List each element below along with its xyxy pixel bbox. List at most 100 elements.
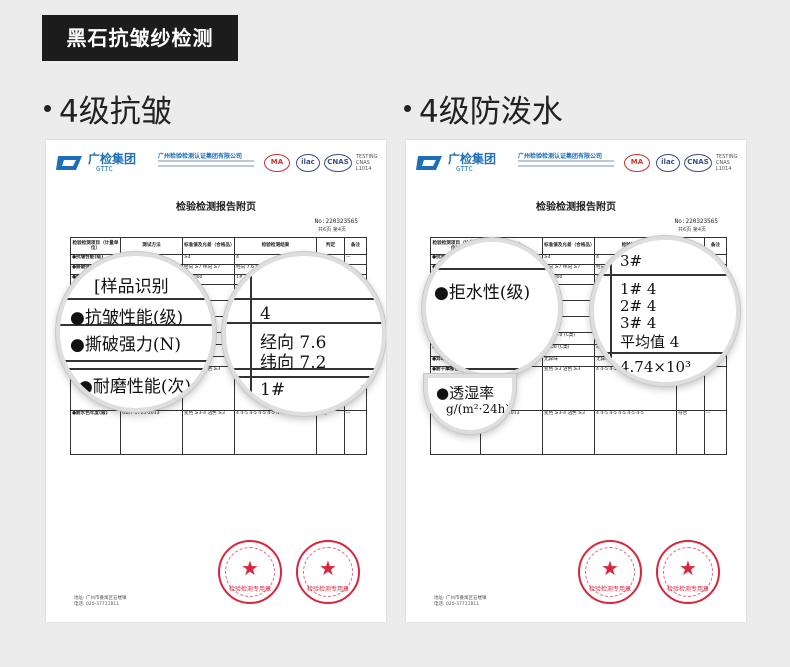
cert-text: TESTING CNAS L1014 bbox=[356, 154, 378, 172]
ilac-mark-icon: ilac bbox=[296, 154, 320, 172]
cell-standard: ≥4 bbox=[182, 254, 235, 265]
col-standard: 标准值及允差（合格品） bbox=[182, 237, 235, 255]
zoom-label: [样品识别 bbox=[94, 277, 169, 297]
magnifier-labels: ●拒水性(级) bbox=[422, 238, 562, 378]
cell-result: 4 4-5 4-5 4-5 4-5 4-5 bbox=[594, 409, 677, 455]
org-name: 广州检验检测认证集团有限公司 bbox=[518, 153, 603, 160]
footer-phone: 电话: 020-37711811 bbox=[434, 602, 480, 607]
report-title: 检验检测报告附页 bbox=[536, 202, 616, 213]
report-header: 广检集团 GTTC 广州检验检测认证集团有限公司 MA ilac CNAS TE… bbox=[56, 150, 378, 176]
col-item: 检验检测项目（计量单位） bbox=[70, 237, 121, 255]
org-fine-print bbox=[518, 160, 614, 170]
star-icon: ★ bbox=[319, 556, 337, 580]
cell-standard: 变色 ≥3-4 沾色 ≥3 bbox=[542, 409, 595, 455]
zoom-value: 经向 7.6 bbox=[260, 333, 327, 353]
zoom-value: 4.74×10³ bbox=[620, 358, 692, 376]
star-icon: ★ bbox=[601, 556, 619, 580]
official-seal: ★ 检验检测专用章 bbox=[218, 540, 282, 604]
report-footer: 地址: 广州市番禺区石楼镇 电话: 020-37711811 bbox=[434, 596, 486, 608]
zoom-label: ●透湿率 bbox=[436, 384, 495, 402]
seal-label: 检验检测专用章 bbox=[666, 586, 709, 593]
report-number: No:220323565 bbox=[674, 218, 718, 225]
magnifier-values: 3# > 1# 4 2# 4 3# 4 平均值 4 4.74×10³ bbox=[590, 236, 740, 386]
seal-label: 检验检测专用章 bbox=[588, 586, 631, 593]
cell-standard: ≥4 bbox=[542, 254, 595, 265]
zoom-label: ●撕破强力(N) bbox=[70, 335, 181, 355]
cell-result: 4 4-5 4-5 4-5 4-5 4-5 bbox=[234, 409, 317, 455]
org-name: 广州检验检测认证集团有限公司 bbox=[158, 153, 243, 160]
magnifier-values: 4 经向 7.6 纬向 7.2 1# > bbox=[222, 252, 386, 416]
zoom-value: 纬向 7.2 bbox=[260, 353, 327, 373]
cell-standard: 变色 ≥3-4 沾色 ≥3 bbox=[182, 409, 235, 455]
heading-wrinkle: 4级抗皱 bbox=[44, 86, 172, 130]
zoom-value: 4 bbox=[260, 304, 271, 324]
ilac-mark-icon: ilac bbox=[656, 154, 680, 172]
gttc-logo-icon bbox=[416, 156, 442, 170]
col-standard: 标准值及允差（合格品） bbox=[542, 237, 595, 255]
footer-phone: 电话: 020-37711811 bbox=[74, 602, 120, 607]
zoom-value: > bbox=[360, 380, 375, 400]
official-seal: ★ 检验检测专用章 bbox=[296, 540, 360, 604]
cma-mark-icon: MA bbox=[624, 154, 650, 172]
org-fine-print bbox=[158, 160, 254, 170]
report-page-right: 广检集团 GTTC 广州检验检测认证集团有限公司 MA ilac CNAS TE… bbox=[406, 140, 746, 622]
report-page-left: 广检集团 GTTC 广州检验检测认证集团有限公司 MA ilac CNAS TE… bbox=[46, 140, 386, 622]
cell-standard: 无异味 bbox=[542, 355, 595, 367]
zoom-label: g/(m²·24h) bbox=[446, 402, 511, 416]
gttc-logo-icon bbox=[56, 156, 82, 170]
brand-sub: GTTC bbox=[456, 165, 473, 173]
report-header: 广检集团 GTTC 广州检验检测认证集团有限公司 MA ilac CNAS TE… bbox=[416, 150, 738, 176]
magnifier-labels: [样品识别 ●抗皱性能(级) ●撕破强力(N) ●耐磨性能(次) bbox=[56, 252, 216, 412]
footer-address: 地址: 广州市番禺区石楼镇 bbox=[434, 596, 487, 601]
cell-method: GB/T 5713-2013 bbox=[120, 409, 183, 455]
col-note: 备注 bbox=[344, 237, 367, 255]
zoom-value: 平均值 4 bbox=[620, 333, 680, 351]
official-seal: ★ 检验检测专用章 bbox=[578, 540, 642, 604]
cell-note: — bbox=[704, 409, 727, 455]
seal-label: 检验检测专用章 bbox=[228, 586, 271, 593]
bullet-dot bbox=[404, 104, 411, 112]
brand-sub: GTTC bbox=[96, 165, 113, 173]
zoom-value: 1# bbox=[260, 380, 286, 400]
zoom-value: 1# 4 bbox=[620, 280, 657, 298]
cell-note: — bbox=[344, 254, 367, 265]
cnas-mark-icon: CNAS bbox=[684, 154, 712, 172]
page-indicator: 共6页 第4页 bbox=[678, 227, 706, 233]
star-icon: ★ bbox=[679, 556, 697, 580]
zoom-value: 2# 4 bbox=[620, 297, 657, 315]
report-footer: 地址: 广州市番禺区石楼镇 电话: 020-37711811 bbox=[74, 596, 126, 608]
star-icon: ★ bbox=[241, 556, 259, 580]
table-header-row: 检验检测项目（计量单位） 测试方法 标准值及允差（合格品） 检验检测结果 判定 … bbox=[70, 237, 367, 255]
footer-address: 地址: 广州市番禺区石楼镇 bbox=[74, 596, 127, 601]
zoom-value: 3# bbox=[620, 252, 643, 270]
cell-item: ●耐水色牢度(级) bbox=[70, 409, 121, 455]
report-number: No:220323565 bbox=[314, 218, 358, 225]
banner-title: 黑石抗皱纱检测 bbox=[42, 15, 238, 61]
zoom-value: > bbox=[718, 252, 731, 270]
cell-standard: 变色 ≥3 沾色 ≥3 bbox=[542, 365, 595, 411]
cell-verdict: 符合 bbox=[316, 409, 345, 455]
page-indicator: 共6页 第4页 bbox=[318, 227, 346, 233]
seal-label: 检验检测专用章 bbox=[306, 586, 349, 593]
cell-note: — bbox=[704, 365, 727, 411]
cma-mark-icon: MA bbox=[264, 154, 290, 172]
zoom-value: 3# 4 bbox=[620, 314, 657, 332]
brand-name: 广检集团 bbox=[448, 152, 497, 166]
official-seal: ★ 检验检测专用章 bbox=[656, 540, 720, 604]
brand-name: 广检集团 bbox=[88, 152, 137, 166]
report-title: 检验检测报告附页 bbox=[176, 202, 256, 213]
heading-water-text: 4级防泼水 bbox=[419, 93, 563, 130]
zoom-label: ●抗皱性能(级) bbox=[70, 308, 184, 328]
cert-text: TESTING CNAS L1014 bbox=[716, 154, 738, 172]
heading-water-repellent: 4级防泼水 bbox=[404, 86, 563, 130]
col-verdict: 判定 bbox=[316, 237, 345, 255]
zoom-label: ●耐磨性能(次) bbox=[78, 377, 192, 397]
zoom-label: ●拒水性(级) bbox=[434, 283, 531, 303]
cnas-mark-icon: CNAS bbox=[324, 154, 352, 172]
heading-wrinkle-text: 4级抗皱 bbox=[59, 93, 172, 130]
cell-note: — bbox=[344, 409, 367, 455]
bullet-dot bbox=[44, 104, 51, 112]
cell-verdict: 符合 bbox=[676, 409, 705, 455]
